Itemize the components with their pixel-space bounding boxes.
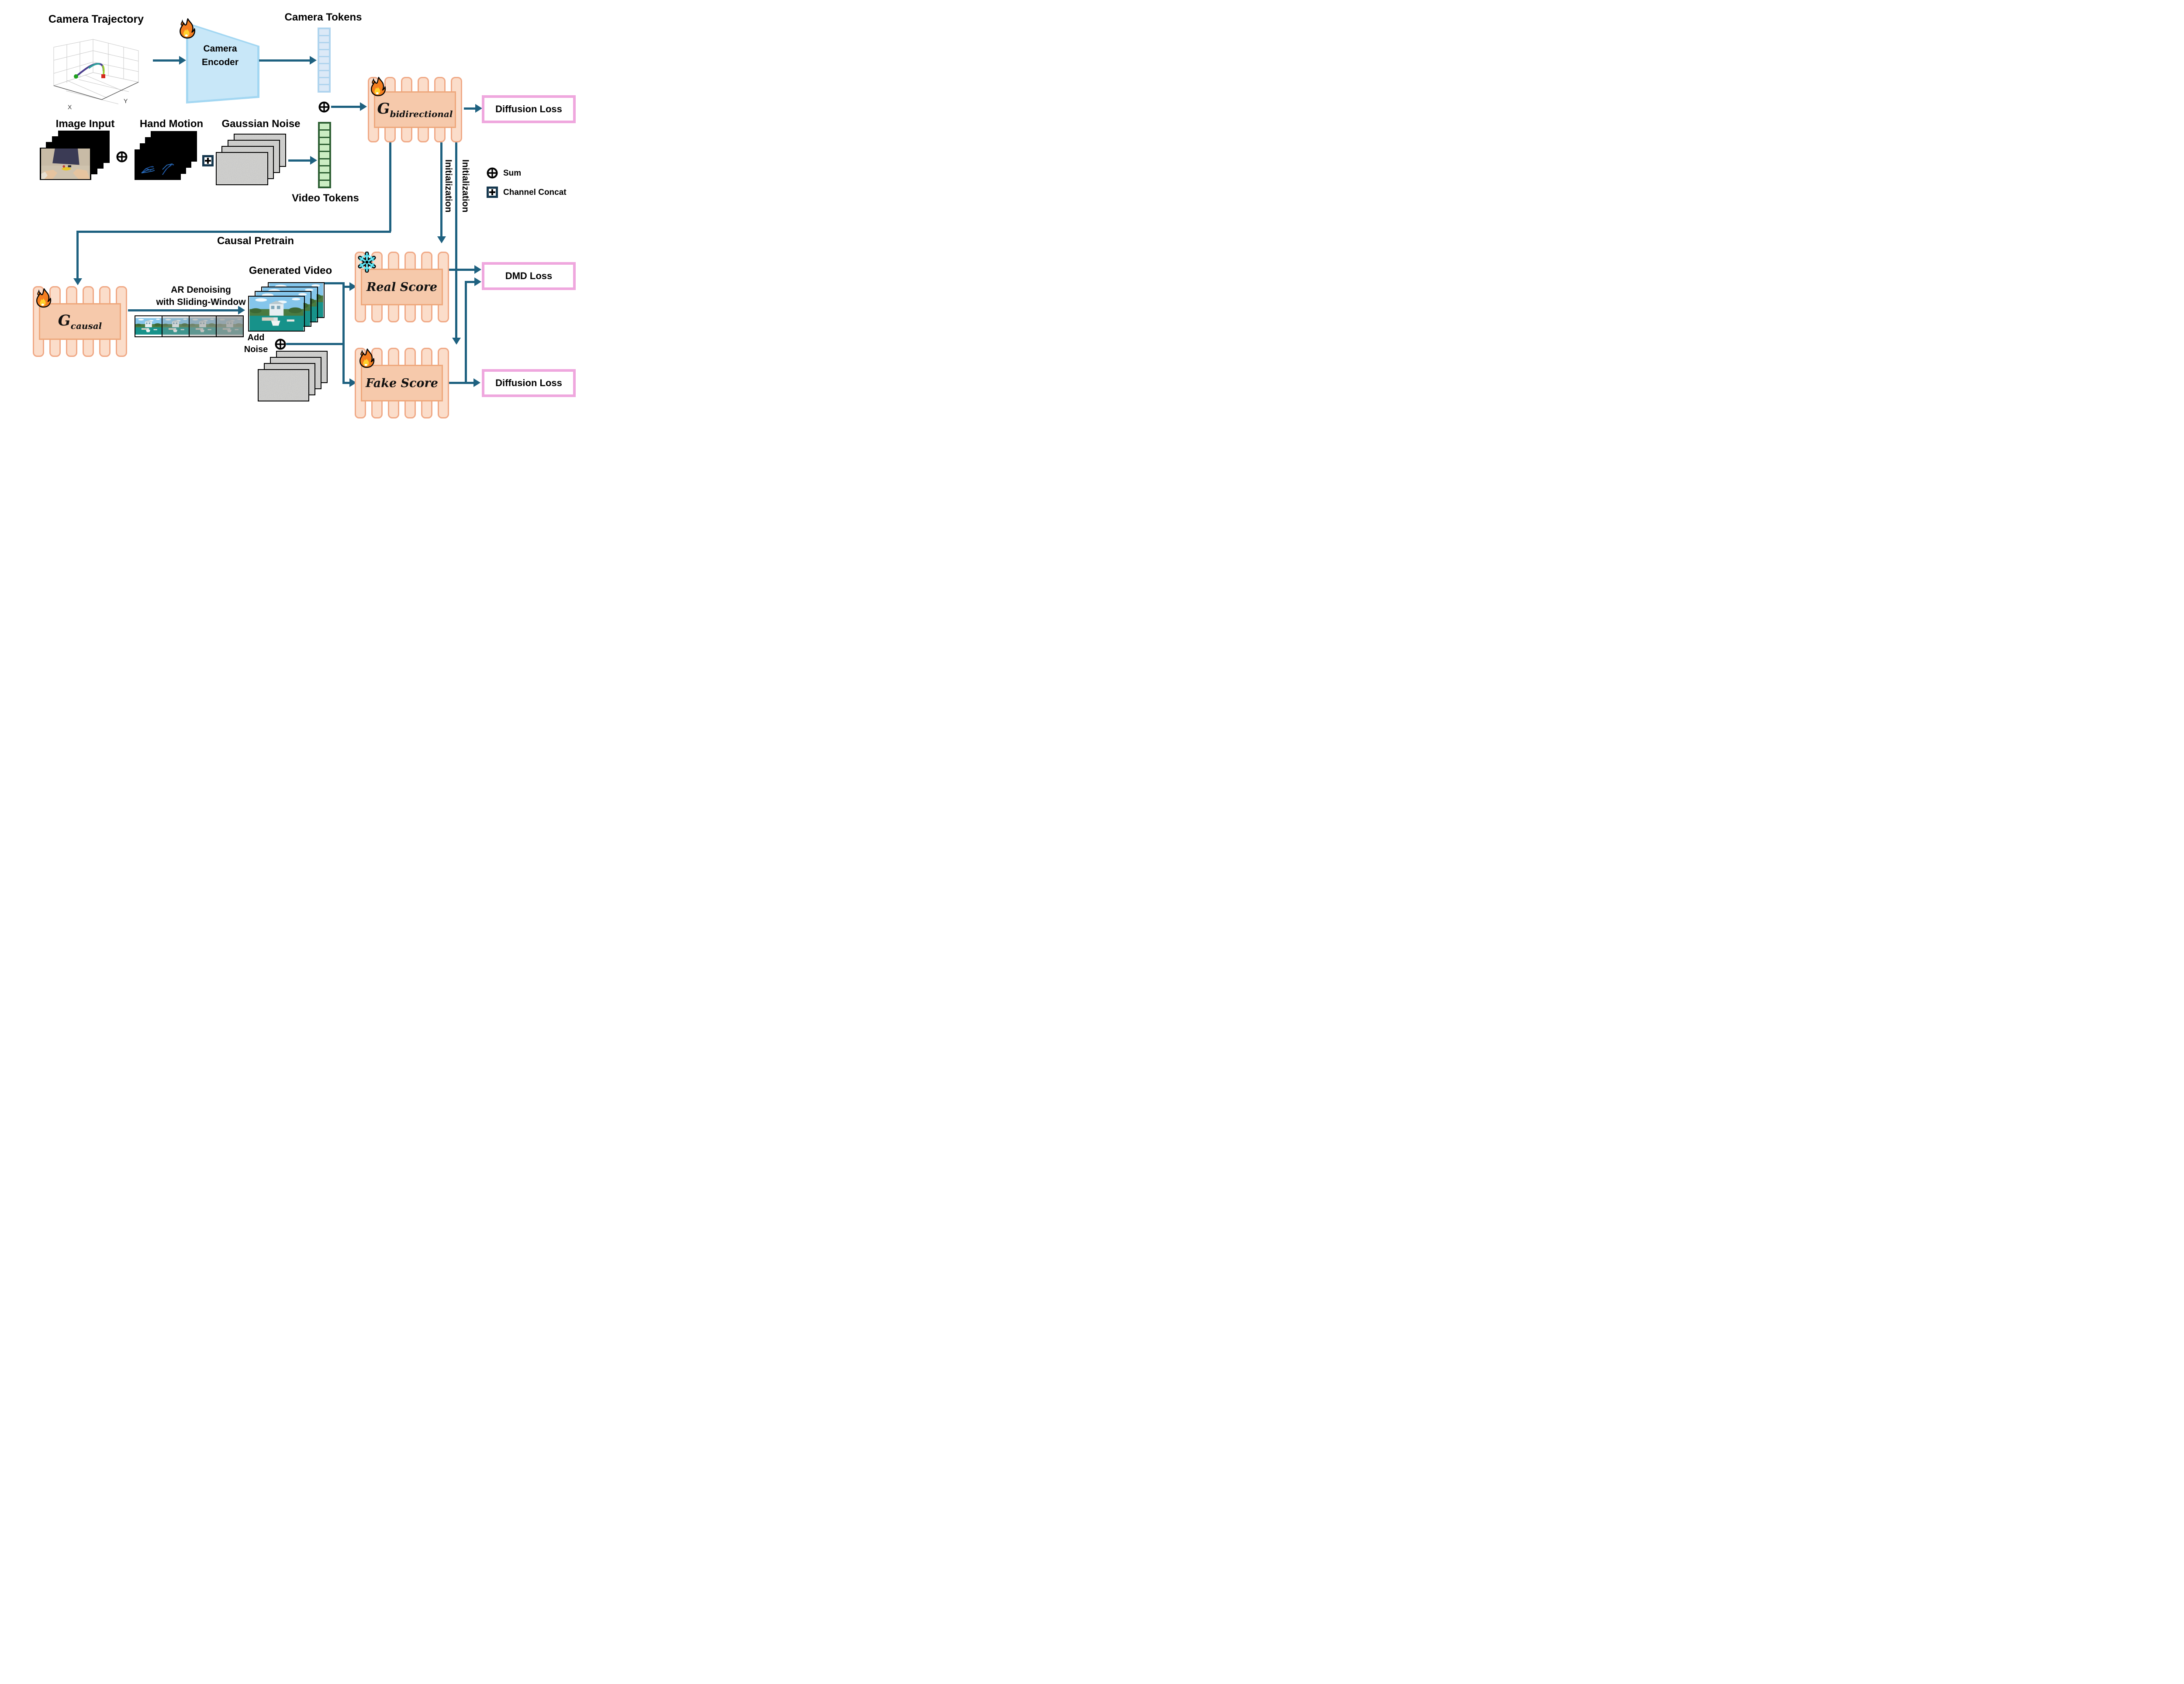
arrowhead bbox=[474, 265, 481, 274]
diagram-canvas: Camera Trajectory X Y Camera Encode bbox=[0, 0, 594, 421]
initialization-arrow bbox=[440, 142, 442, 237]
snowflake-icon bbox=[357, 252, 377, 273]
sum-icon bbox=[275, 339, 286, 350]
trajectory-end-square bbox=[101, 74, 105, 78]
camera-tokens-label: Camera Tokens bbox=[284, 11, 362, 23]
arrowhead bbox=[310, 156, 317, 165]
fire-icon bbox=[36, 288, 52, 308]
plot-axis-y: Y bbox=[124, 97, 128, 104]
g-bidirectional-label: G bbox=[377, 100, 390, 118]
initialization-label: Initialization bbox=[443, 159, 453, 213]
arrow-fake-to-diffusion bbox=[449, 382, 474, 384]
arrow-to-fake-score bbox=[345, 382, 351, 384]
initialization-label: Initialization bbox=[460, 159, 470, 213]
plot-axis-x: X bbox=[68, 104, 72, 111]
generated-video-line bbox=[342, 282, 345, 384]
arrowhead bbox=[475, 104, 482, 113]
sum-icon bbox=[318, 101, 330, 113]
diffusion-loss-bottom-box: Diffusion Loss bbox=[482, 369, 576, 397]
fake-score-block: Fake Score bbox=[361, 365, 443, 401]
video-tokens-label: Video Tokens bbox=[292, 192, 359, 204]
arrowhead bbox=[310, 56, 317, 65]
fire-icon bbox=[371, 76, 386, 97]
arrow-encoder-to-camera-tokens bbox=[259, 59, 310, 62]
g-causal-label: G bbox=[58, 312, 71, 329]
g-bidirectional-block: Gbidirectional bbox=[374, 91, 456, 128]
camera-tokens-stack bbox=[318, 28, 331, 93]
egocentric-photo bbox=[40, 148, 91, 180]
camera-trajectory-plot: X Y bbox=[53, 39, 139, 111]
arrow-real-to-dmd bbox=[449, 269, 475, 271]
arrowhead bbox=[437, 236, 446, 243]
dmd-loss-box: DMD Loss bbox=[482, 262, 576, 290]
hand-motion-label: Hand Motion bbox=[139, 118, 204, 130]
video-tokens-stack bbox=[318, 122, 331, 188]
fire-icon bbox=[359, 348, 375, 368]
arrow-gbidirectional-to-diffusion bbox=[464, 107, 476, 110]
arrowhead bbox=[473, 378, 480, 387]
generated-video-line bbox=[325, 282, 345, 284]
arrow-noise-to-video-tokens bbox=[288, 159, 311, 162]
causal-pretrain-line bbox=[77, 231, 391, 233]
ar-denoising-label: AR Denoising with Sliding-Window bbox=[156, 285, 246, 307]
camera-trajectory-label: Camera Trajectory bbox=[48, 13, 144, 25]
channel-concat-icon bbox=[487, 187, 498, 198]
hand-skeleton-frame bbox=[135, 149, 181, 180]
sum-icon bbox=[116, 151, 128, 163]
causal-pretrain-label: Causal Pretrain bbox=[217, 235, 294, 247]
arrowhead bbox=[452, 338, 461, 345]
causal-pretrain-line bbox=[389, 142, 391, 232]
channel-concat-icon bbox=[202, 155, 214, 166]
arrow-gcausal-to-generated-video bbox=[128, 309, 239, 311]
arrow-plot-to-encoder bbox=[153, 59, 179, 62]
fake-to-dmd-line bbox=[465, 281, 475, 283]
real-score-block: Real Score bbox=[361, 269, 443, 305]
add-noise-line bbox=[286, 343, 342, 345]
fake-score-label: Fake Score bbox=[366, 376, 438, 390]
legend-channel-concat-label: Channel Concat bbox=[503, 188, 567, 197]
arrowhead bbox=[474, 277, 481, 286]
image-input-label: Image Input bbox=[55, 118, 115, 130]
fire-icon bbox=[180, 18, 196, 39]
sum-icon bbox=[487, 167, 498, 179]
arrow-sum-to-gbidirectional bbox=[331, 106, 360, 108]
g-causal-block: Gcausal bbox=[39, 303, 121, 340]
arrowhead bbox=[360, 102, 367, 111]
generated-video-label: Generated Video bbox=[249, 265, 332, 277]
fake-to-dmd-line bbox=[465, 282, 467, 384]
diffusion-loss-top-box: Diffusion Loss bbox=[482, 95, 576, 123]
initialization-arrow bbox=[455, 142, 457, 338]
camera-encoder-label: Camera Encoder bbox=[201, 44, 239, 67]
arrowhead bbox=[179, 56, 186, 65]
trajectory-start-dot bbox=[74, 74, 78, 79]
causal-pretrain-line bbox=[76, 231, 79, 279]
arrow-to-real-score bbox=[345, 286, 351, 288]
arrowhead bbox=[238, 306, 245, 315]
add-noise-label: Add Noise bbox=[244, 333, 268, 354]
arrowhead bbox=[73, 278, 82, 285]
real-score-label: Real Score bbox=[366, 280, 438, 294]
legend-sum-label: Sum bbox=[503, 169, 522, 178]
gaussian-noise-label: Gaussian Noise bbox=[221, 118, 301, 130]
